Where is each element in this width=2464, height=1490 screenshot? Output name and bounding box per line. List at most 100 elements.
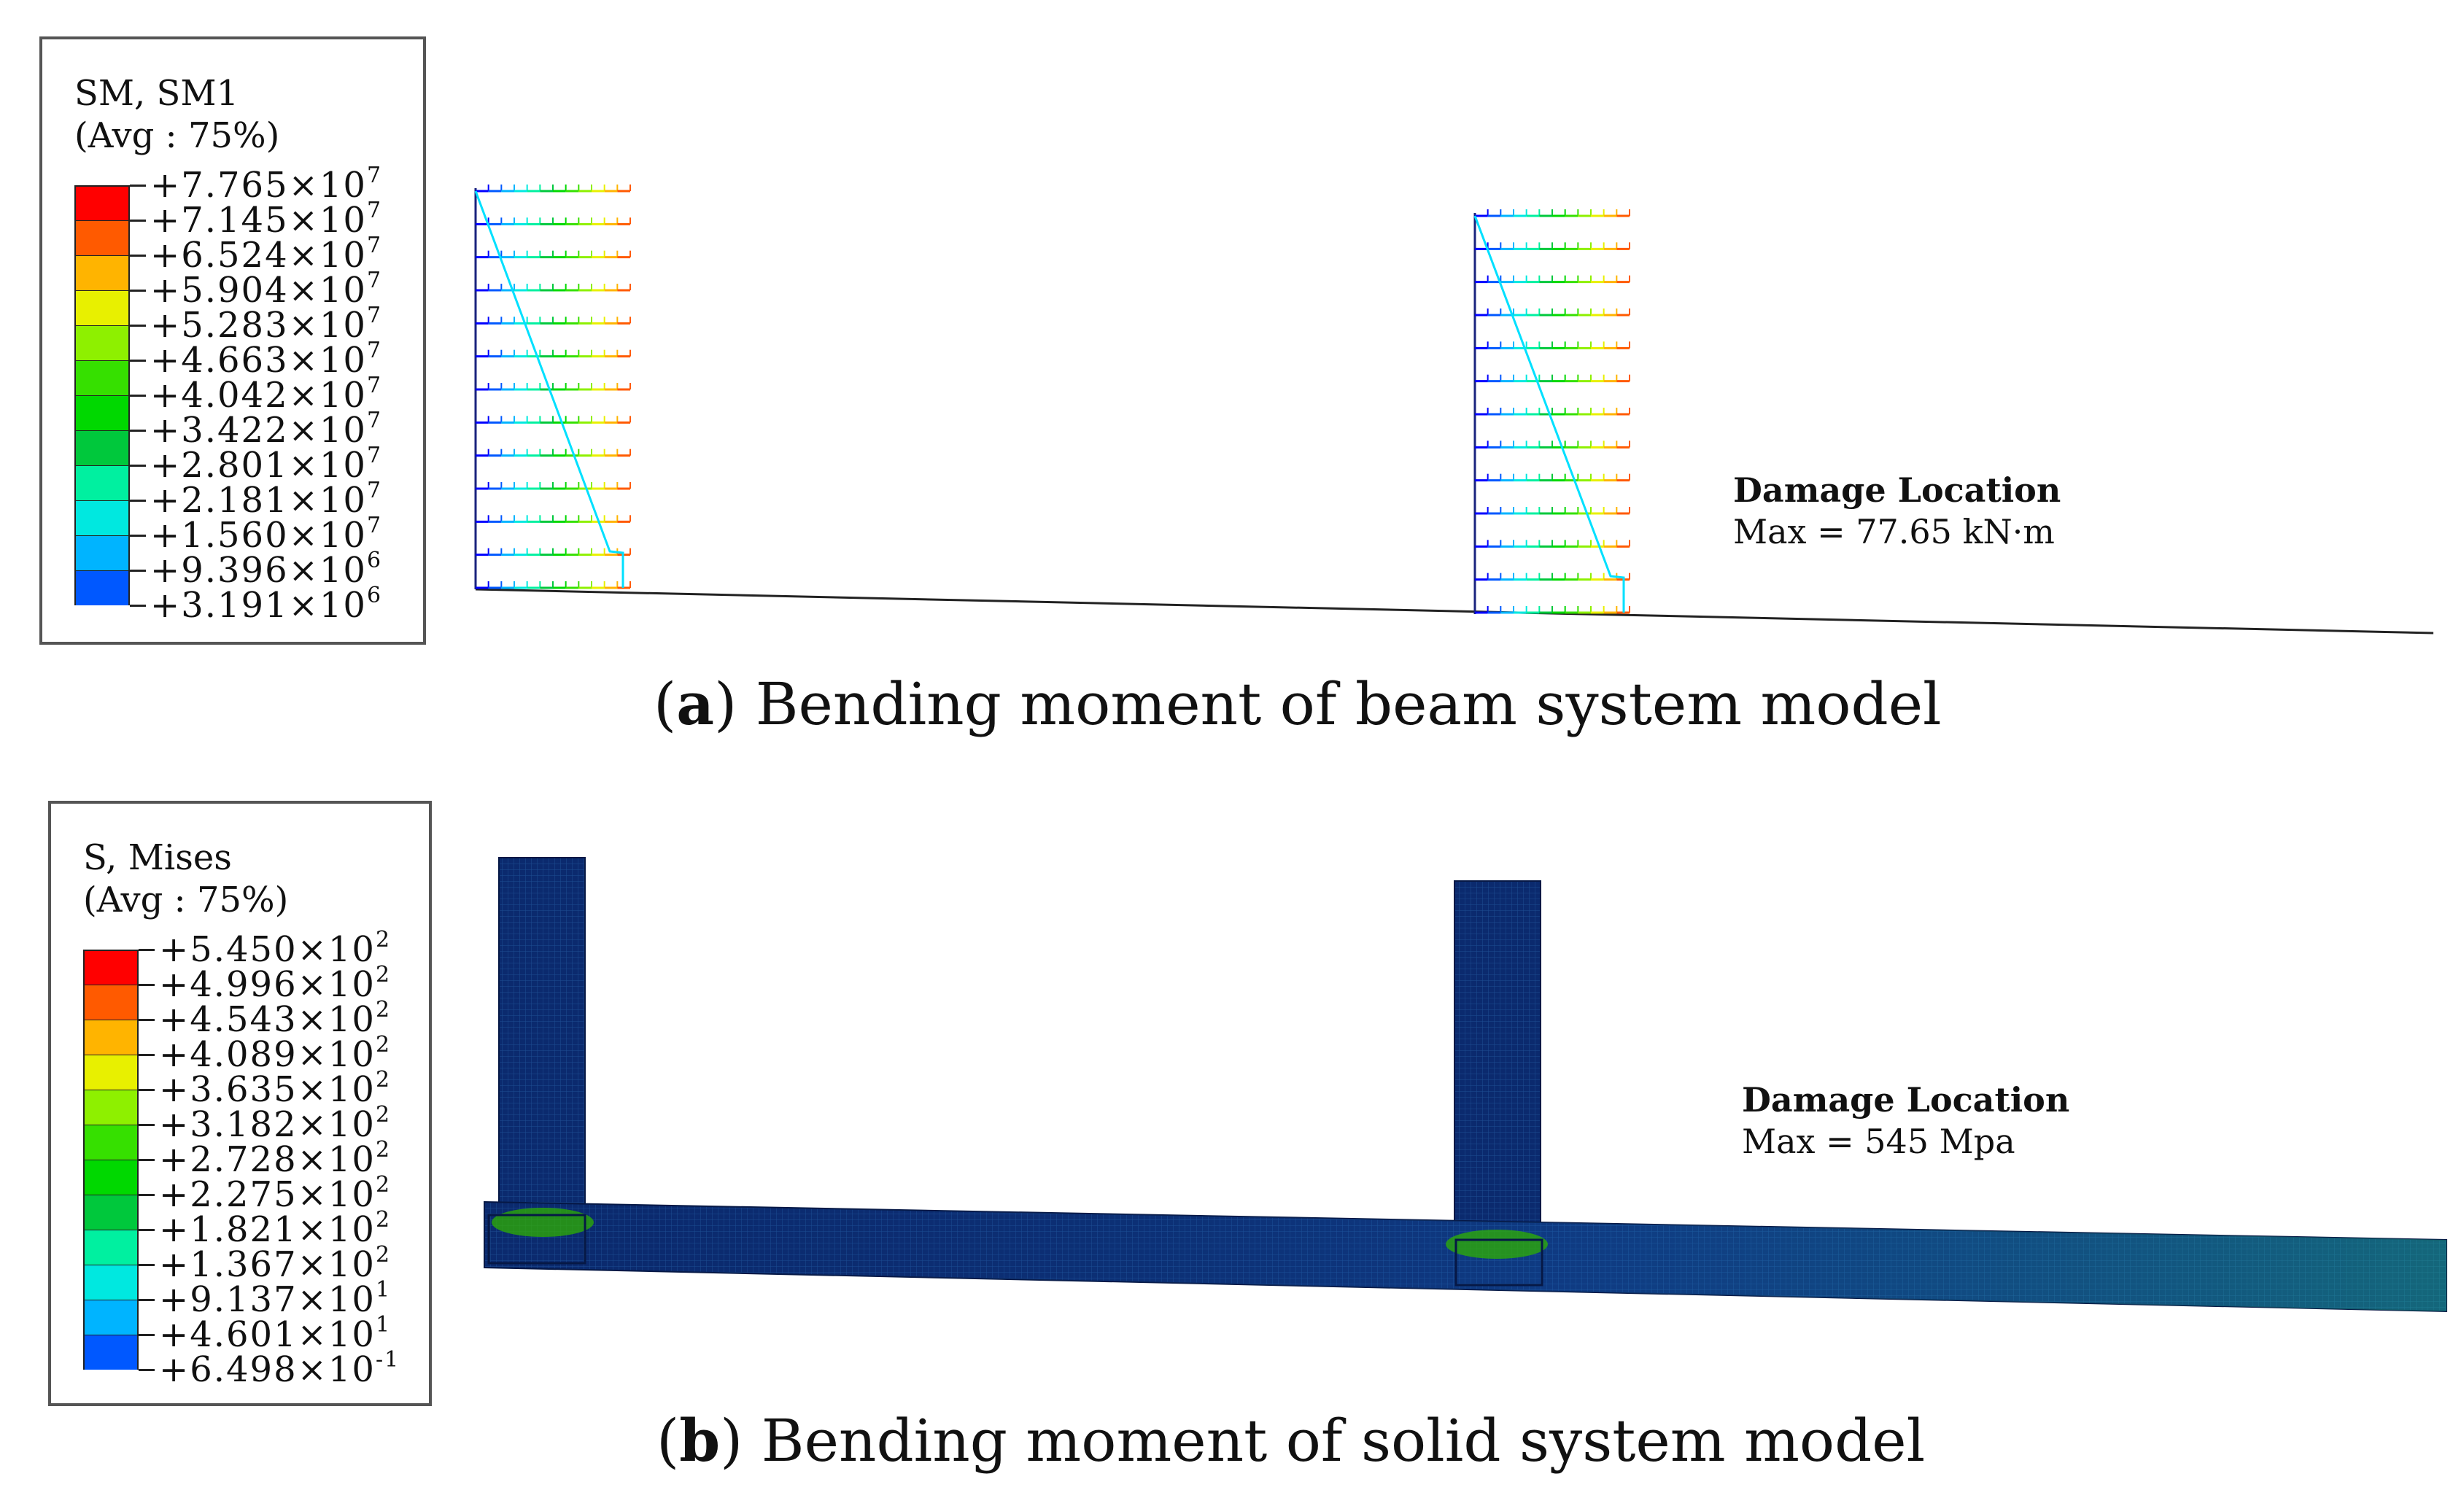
tick-mark [130,290,146,292]
tick-exponent: 2 [375,997,392,1023]
tick-label: +4.996×102 [159,964,391,1003]
tick-mark [139,1159,155,1161]
tick-mark [130,500,146,502]
tick-exponent: 2 [375,1172,392,1198]
tick-label: +1.821×102 [159,1209,391,1250]
tick-label: +4.543×102 [159,999,391,1038]
tick-label: +7.765×107 [150,165,382,206]
tick-mark [139,1194,155,1196]
tick-exponent: 7 [366,163,383,188]
color-swatch [74,255,130,290]
tick-mark [139,1229,155,1231]
tick-mantissa: +5.283×10 [150,305,367,346]
tick-label: +3.422×107 [150,410,382,449]
tick-mantissa: +7.765×10 [150,165,367,206]
tick-mantissa: +6.498×10 [159,1349,376,1390]
legend-title: S, Mises [83,837,232,878]
tick-mark [130,465,146,467]
tick-mantissa: +4.089×10 [159,1034,376,1075]
tick-mantissa: +2.275×10 [159,1174,376,1215]
hotspot-right-joint [1446,1230,1548,1259]
tick-mantissa: +1.560×10 [150,515,367,556]
tick-mantissa: +4.663×10 [150,340,367,381]
damage-title: Damage Location [1742,1080,2070,1120]
tick-mantissa: +5.450×10 [159,929,376,970]
legend-title: SM, SM1 [74,73,239,114]
tick-label: +2.275×102 [159,1174,391,1215]
tick-exponent: 2 [375,1067,392,1093]
tick-label: +2.801×107 [150,445,382,486]
caption-letter: a [676,670,715,738]
color-swatch [83,1055,139,1090]
beam-model-plot [474,185,2434,635]
color-swatch [83,1020,139,1055]
legend-mises: S, Mises (Avg : 75%) +5.450×102+4.996×10… [48,801,432,1406]
tick-exponent: 2 [375,1242,392,1268]
tick-exponent: 7 [366,478,383,503]
tick-mark [139,1334,155,1336]
color-swatch [83,1090,139,1125]
color-swatch [74,430,130,465]
color-swatch [74,535,130,570]
tick-mark [130,430,146,432]
panel-beam-model: SM, SM1 (Avg : 75%) +7.765×107+7.145×107… [39,36,2434,738]
tick-exponent: 7 [366,373,383,398]
tick-exponent: 2 [375,927,392,952]
tick-mantissa: +1.821×10 [159,1209,376,1250]
tick-mark [139,1124,155,1126]
tick-mantissa: +3.182×10 [159,1104,376,1145]
caption-text: Bending moment of beam system model [755,670,1942,738]
color-swatch [83,950,139,985]
damage-annotation: Damage Location Max = 545 Mpa [1742,1079,2069,1163]
color-swatch [74,325,130,360]
moment-diagram-left [476,185,631,589]
tick-exponent: 2 [375,1032,392,1058]
color-swatch [83,1125,139,1160]
tick-exponent: 7 [366,198,383,223]
tick-mantissa: +1.367×10 [159,1244,376,1285]
tick-mark [139,1369,155,1371]
tick-mark [139,1054,155,1056]
tick-mantissa: +6.524×10 [150,235,367,276]
deck-stress-shading [484,1202,2446,1311]
tick-label: +2.181×107 [150,480,382,521]
tick-exponent: 1 [375,1277,392,1303]
tick-label: +2.728×102 [159,1139,391,1180]
tick-mantissa: +2.728×10 [159,1139,376,1180]
color-swatch [83,1230,139,1265]
color-swatch [74,395,130,430]
tick-mantissa: +2.181×10 [150,480,367,521]
tick-mark [130,360,146,362]
pier-right [1454,880,1541,1255]
tick-mark [139,1264,155,1266]
color-swatch [74,185,130,220]
tick-label: +3.635×102 [159,1069,391,1110]
color-swatch [83,1335,139,1370]
tick-label: +4.089×102 [159,1034,391,1075]
pier-left [498,857,586,1233]
tick-label: +4.601×101 [159,1314,391,1353]
tick-mark [130,570,146,572]
tick-exponent: 7 [366,233,383,258]
tick-label: +3.182×102 [159,1104,391,1145]
tick-mantissa: +7.145×10 [150,200,367,241]
tick-mantissa: +3.635×10 [159,1069,376,1110]
tick-exponent: 7 [366,303,383,328]
tick-label: +1.560×107 [150,515,382,556]
tick-mantissa: +9.137×10 [159,1279,376,1320]
color-swatch [74,220,130,255]
color-swatch [83,1300,139,1335]
tick-label: +5.450×102 [159,929,391,970]
tick-mantissa: +9.396×10 [150,550,367,591]
bearing-left [487,1214,586,1265]
color-swatch [74,290,130,325]
color-swatch [83,1195,139,1230]
tick-mark [130,535,146,537]
tick-mark [130,220,146,222]
solid-model-plot [484,857,2447,1313]
damage-max-value: Max = 77.65 kN·m [1733,512,2055,551]
tick-mark [139,984,155,986]
tick-mantissa: +2.801×10 [150,445,367,486]
tick-mark [139,1019,155,1021]
tick-label: +3.191×106 [150,585,382,624]
